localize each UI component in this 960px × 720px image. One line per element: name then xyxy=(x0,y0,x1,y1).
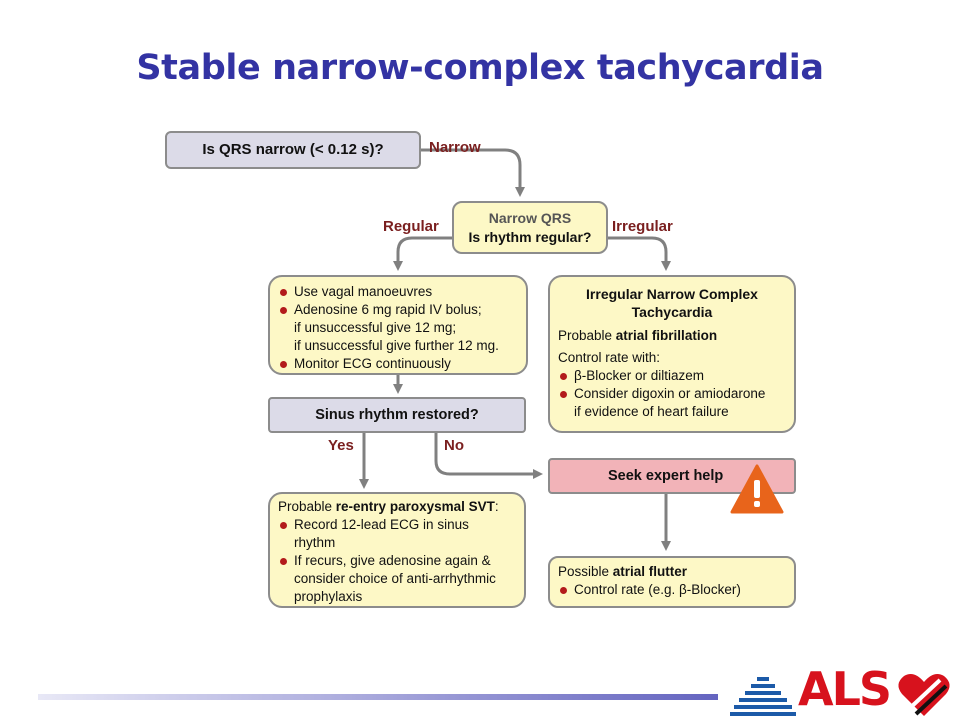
bullet-icon xyxy=(280,361,287,368)
edge-label-yes: Yes xyxy=(328,437,354,454)
bullet-icon xyxy=(560,373,567,380)
list-item: Use vagal manoeuvres xyxy=(278,283,518,301)
arrow-no xyxy=(434,433,543,479)
control-rate-label: Control rate with: xyxy=(558,350,661,365)
regular-management-box: Use vagal manoeuvres Adenosine 6 mg rapi… xyxy=(268,275,528,375)
footer-gradient-bar xyxy=(38,694,718,700)
qrs-narrow-question: Is QRS narrow (< 0.12 s)? xyxy=(165,131,421,169)
edge-label-no: No xyxy=(444,437,464,454)
list-item: If recurs, give adenosine again &conside… xyxy=(278,552,516,606)
sinus-rhythm-question-text: Sinus rhythm restored? xyxy=(315,407,479,423)
list-item: Consider digoxin or amiodarone xyxy=(558,385,786,403)
bullet-icon xyxy=(560,391,567,398)
probable-svt: Probable re-entry paroxysmal SVT: xyxy=(278,499,499,514)
list-item: Adenosine 6 mg rapid IV bolus; xyxy=(278,301,518,319)
arrow-irregular xyxy=(608,236,671,271)
narrow-qrs-title: Narrow QRS xyxy=(488,209,572,226)
rhythm-regular-question: Is rhythm regular? xyxy=(468,228,592,245)
list-item: if unsuccessful give 12 mg; xyxy=(294,320,457,335)
als-logo xyxy=(730,674,950,716)
edge-label-irregular: Irregular xyxy=(612,218,673,235)
list-item: Control rate (e.g. β-Blocker) xyxy=(558,581,786,599)
als-logo-text: ALS xyxy=(798,662,892,716)
arrow-narrow xyxy=(421,148,525,197)
bullet-icon xyxy=(280,558,287,565)
sinus-rhythm-question: Sinus rhythm restored? xyxy=(268,397,526,433)
list-item: if unsuccessful give further 12 mg. xyxy=(294,338,499,353)
irregular-heading: Irregular Narrow Complex Tachycardia xyxy=(586,286,758,320)
edge-label-narrow: Narrow xyxy=(429,139,481,156)
reentry-svt-box: Probable re-entry paroxysmal SVT: Record… xyxy=(268,492,526,608)
bullet-icon xyxy=(280,522,287,529)
arrow-regular xyxy=(393,236,452,271)
warning-icon xyxy=(730,464,784,514)
atrial-flutter-box: Possible atrial flutter Control rate (e.… xyxy=(548,556,796,608)
possible-flutter: Possible atrial flutter xyxy=(558,564,688,579)
narrow-qrs-box: Narrow QRS Is rhythm regular? xyxy=(452,201,608,254)
irregular-narrow-complex-box: Irregular Narrow Complex Tachycardia Pro… xyxy=(548,275,796,433)
edge-label-regular: Regular xyxy=(383,218,439,235)
heart-icon xyxy=(898,674,950,716)
bullet-icon xyxy=(280,307,287,314)
bullet-icon xyxy=(280,289,287,296)
list-item: β-Blocker or diltiazem xyxy=(558,367,786,385)
list-item: if evidence of heart failure xyxy=(574,404,729,419)
qrs-narrow-question-text: Is QRS narrow (< 0.12 s)? xyxy=(202,141,384,158)
list-item: Monitor ECG continuously xyxy=(278,355,518,373)
probable-af: Probable atrial fibrillation xyxy=(558,328,718,343)
seek-expert-help-text: Seek expert help xyxy=(608,468,724,484)
page-title: Stable narrow-complex tachycardia xyxy=(136,48,824,88)
bullet-icon xyxy=(560,587,567,594)
